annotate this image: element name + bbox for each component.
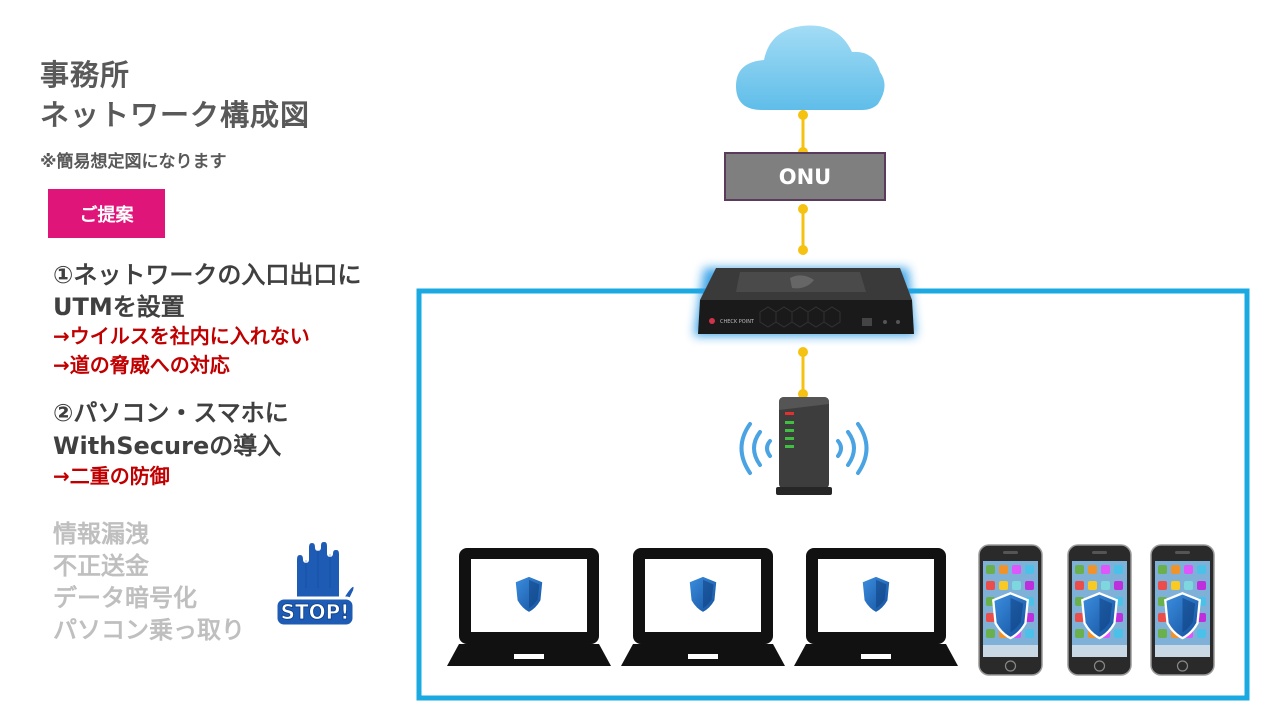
connector-dot xyxy=(798,110,808,120)
threat-item: 不正送金 xyxy=(53,552,149,580)
threat-item: データ暗号化 xyxy=(53,584,197,612)
smartphone-icon xyxy=(1150,544,1215,676)
connector-dot xyxy=(798,204,808,214)
threat-item: 情報漏洩 xyxy=(53,520,149,548)
proposal-badge: ご提案 xyxy=(48,189,165,238)
cloud-icon xyxy=(736,25,885,110)
laptop-icon xyxy=(447,548,611,666)
smartphone-icon xyxy=(978,544,1043,676)
utm-appliance: CHECK POINT xyxy=(694,268,916,336)
smartphone-icon xyxy=(1067,544,1132,676)
utm-brand-label: CHECK POINT xyxy=(720,319,755,325)
page-title-line1: 事務所 xyxy=(40,58,131,92)
stop-sign-text: STOP! xyxy=(281,600,350,624)
proposal2-line1: ②パソコン・スマホに xyxy=(53,399,289,427)
stop-hand-icon: STOP! xyxy=(274,536,358,631)
proposal2-line2: WithSecureの導入 xyxy=(53,432,282,460)
laptop-icon xyxy=(621,548,785,666)
wifi-router-icon xyxy=(739,397,869,495)
proposal1-benefit1: →ウイルスを社内に入れない xyxy=(53,324,310,348)
proposal1-benefit2: →道の脅威への対応 xyxy=(53,353,230,377)
threat-item: パソコン乗っ取り xyxy=(53,616,245,644)
onu-label: ONU xyxy=(778,164,832,189)
proposal1-line1: ①ネットワークの入口出口に xyxy=(53,261,362,289)
note-text: ※簡易想定図になります xyxy=(40,152,227,172)
connector-dot xyxy=(798,245,808,255)
connector-dot xyxy=(798,347,808,357)
proposal2-benefit1: →二重の防御 xyxy=(53,464,170,488)
laptop-icon xyxy=(794,548,958,666)
proposal1-line2: UTMを設置 xyxy=(53,293,185,321)
connector-dot xyxy=(798,389,808,399)
page-title-line2: ネットワーク構成図 xyxy=(40,98,311,132)
onu-device: ONU xyxy=(724,152,886,201)
